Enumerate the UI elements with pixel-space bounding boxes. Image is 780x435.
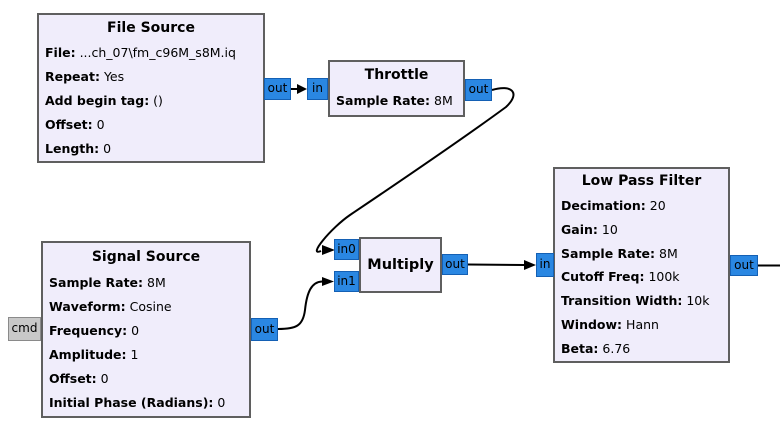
param-value: 100k [648,269,680,285]
param-row: Amplitude: 1 [43,343,249,367]
port-multiply-in0[interactable]: in0 [334,239,359,260]
port-file-source-out[interactable]: out [264,78,291,100]
param-value: 0 [217,395,226,410]
param-row: Length: 0 [39,137,263,161]
param-label: Sample Rate: [561,245,656,261]
param-value: 10 [601,221,618,237]
param-value: Hann [626,316,659,332]
port-multiply-in1[interactable]: in1 [334,271,359,292]
param-label: Sample Rate: [336,93,431,108]
param-row: Beta: 6.76 [555,337,728,361]
port-low-pass-filter-in[interactable]: in [536,253,554,277]
param-label: Repeat: [45,69,100,84]
param-row: Repeat: Yes [39,65,263,89]
block-title: Signal Source [91,249,201,265]
param-row: File: ...ch_07\fm_c96M_s8M.iq [39,41,263,65]
block-title: Low Pass Filter [581,173,702,189]
param-label: Frequency: [49,323,128,338]
param-row: Waveform: Cosine [43,295,249,319]
param-value: 8M [147,275,166,290]
param-label: File: [45,45,76,60]
port-signal-source-cmd[interactable]: cmd [8,317,41,341]
arrowhead [322,245,335,255]
param-label: Length: [45,141,100,156]
block-file-source[interactable]: File Source File: ...ch_07\fm_c96M_s8M.i… [37,13,265,163]
param-row: Sample Rate: 8M [43,271,249,295]
connection-throttle-to-multiply-in0[interactable] [315,87,515,253]
param-value: 0 [100,371,109,386]
param-value: 20 [649,198,666,213]
param-row: Sample Rate: 8M [330,89,463,113]
param-label: Offset: [45,117,93,132]
param-label: Gain: [561,221,598,237]
param-label: Initial Phase (Radians): [49,395,214,410]
param-value: 8M [659,245,678,261]
port-throttle-in[interactable]: in [307,78,328,100]
param-value: Yes [103,69,125,84]
param-label: Waveform: [49,299,126,314]
arrowhead [524,260,536,270]
param-value: Cosine [129,299,172,314]
param-value: ...ch_07\fm_c96M_s8M.iq [79,45,236,60]
param-row: Cutoff Freq: 100k [555,265,728,289]
param-label: Beta: [561,340,599,356]
arrowhead [322,277,334,286]
param-label: Transition Width: [561,293,683,309]
param-value: 0 [96,117,105,132]
param-row: Transition Width: 10k [555,289,728,313]
param-label: Decimation: [561,198,646,213]
port-throttle-out[interactable]: out [465,79,492,101]
param-label: Window: [561,316,623,332]
param-label: Add begin tag: [45,93,150,108]
param-label: Cutoff Freq: [561,269,645,285]
param-label: Sample Rate: [49,275,144,290]
param-row: Initial Phase (Radians): 0 [43,391,249,415]
param-row: Window: Hann [555,313,728,337]
param-value: () [153,93,163,108]
param-value: 0 [103,141,112,156]
block-signal-source[interactable]: Signal Source Sample Rate: 8M Waveform: … [41,241,251,418]
param-row: Decimation: 20 [555,194,728,218]
connection-multiply-to-lowpass[interactable] [467,263,525,266]
connection-signal-source-to-multiply-in1[interactable] [277,280,323,330]
port-signal-source-out[interactable]: out [251,318,278,341]
block-title: File Source [107,20,195,36]
param-value: 6.76 [602,340,631,356]
param-row: Gain: 10 [555,218,728,242]
param-row: Add begin tag: () [39,89,263,113]
block-low-pass-filter[interactable]: Low Pass Filter Decimation: 20 Gain: 10 … [553,167,730,363]
param-row: Offset: 0 [43,367,249,391]
param-row: Frequency: 0 [43,319,249,343]
param-row: Sample Rate: 8M [555,242,728,266]
param-label: Offset: [49,371,97,386]
block-multiply[interactable]: Multiply [359,237,442,293]
param-label: Amplitude: [49,347,127,362]
block-title: Multiply [367,257,434,273]
param-value: 8M [434,93,453,108]
param-row: Offset: 0 [39,113,263,137]
port-multiply-out[interactable]: out [442,254,468,275]
param-value: 0 [131,323,140,338]
port-low-pass-filter-out[interactable]: out [730,255,758,276]
param-value: 1 [130,347,139,362]
block-throttle[interactable]: Throttle Sample Rate: 8M [328,60,465,117]
arrowhead [297,84,307,94]
param-value: 10k [686,293,710,309]
block-title: Throttle [364,67,429,83]
